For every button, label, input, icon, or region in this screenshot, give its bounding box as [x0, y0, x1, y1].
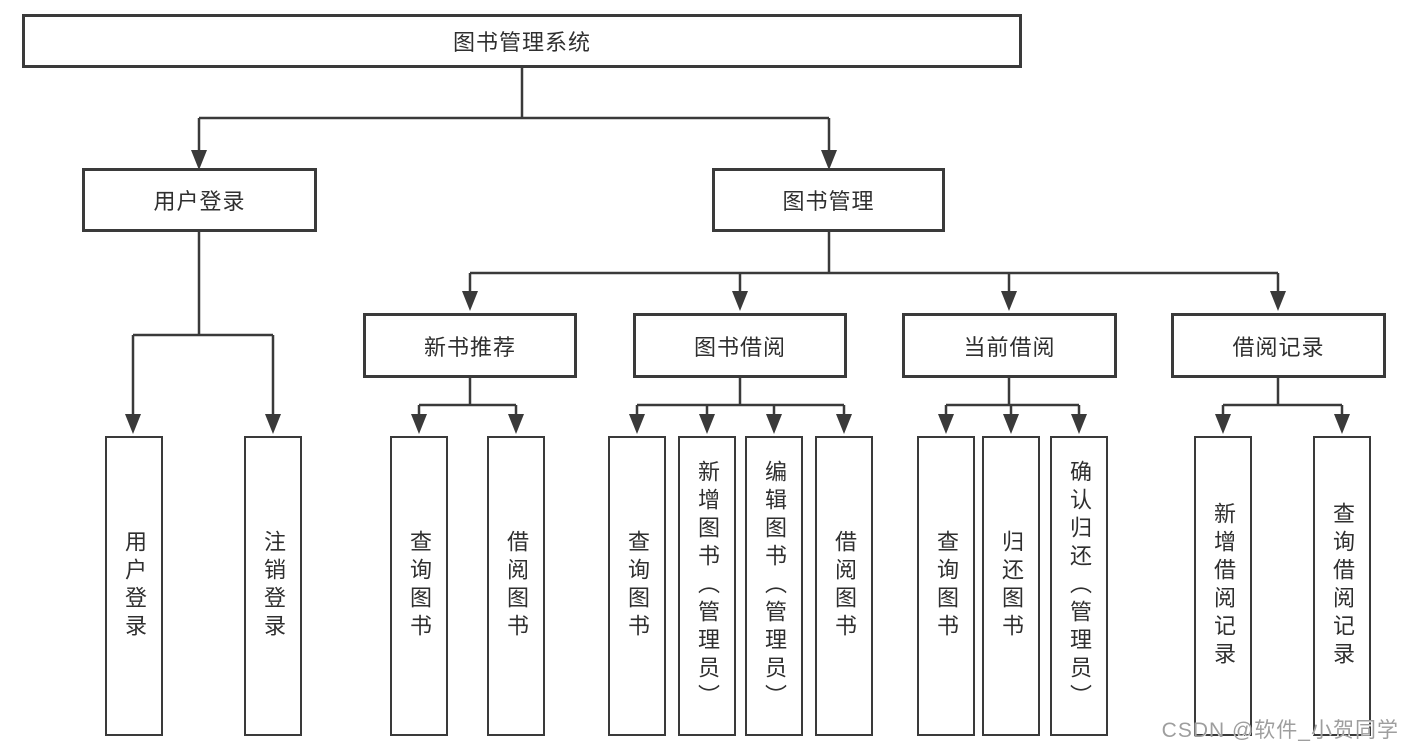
leaf-label: 注销登录: [261, 530, 286, 642]
leaf-return-books: 归还图书: [982, 436, 1040, 736]
leaf-logout: 注销登录: [244, 436, 302, 736]
arrowhead: [191, 150, 207, 170]
leaf-label: 确认归还（管理员）: [1067, 460, 1092, 712]
arrowhead: [411, 414, 427, 434]
leaf-label: 查询借阅记录: [1330, 502, 1355, 670]
leaf-label: 查询图书: [934, 530, 959, 642]
leaf-borrow-books-1: 借阅图书: [487, 436, 545, 736]
arrowhead: [821, 150, 837, 170]
leaf-borrow-books-2: 借阅图书: [815, 436, 873, 736]
leaf-edit-books-admin: 编辑图书（管理员）: [745, 436, 803, 736]
arrowhead: [629, 414, 645, 434]
arrowhead: [1215, 414, 1231, 434]
leaf-query-books-2: 查询图书: [608, 436, 666, 736]
node-book-management-module: 图书管理: [712, 168, 945, 232]
node-root-label: 图书管理系统: [452, 30, 591, 55]
leaf-label: 查询图书: [625, 530, 650, 642]
arrowhead: [1334, 414, 1350, 434]
leaf-label: 新增借阅记录: [1211, 502, 1236, 670]
node-borrow-records: 借阅记录: [1171, 313, 1386, 378]
node-book-borrowing: 图书借阅: [633, 313, 847, 378]
leaf-label: 编辑图书（管理员）: [762, 460, 787, 712]
arrowhead: [1001, 291, 1017, 311]
leaf-label: 借阅图书: [832, 530, 857, 642]
arrowhead: [836, 414, 852, 434]
leaf-query-borrow-record: 查询借阅记录: [1313, 436, 1371, 736]
node-label: 新书推荐: [423, 334, 516, 360]
leaf-user-login: 用户登录: [105, 436, 163, 736]
leaf-add-borrow-record: 新增借阅记录: [1194, 436, 1252, 736]
node-new-book-recommend: 新书推荐: [363, 313, 577, 378]
node-label: 用户登录: [153, 189, 246, 214]
node-user-login-module: 用户登录: [82, 168, 317, 232]
arrowhead: [766, 414, 782, 434]
arrowhead: [732, 291, 748, 311]
leaf-confirm-return-admin: 确认归还（管理员）: [1050, 436, 1108, 736]
arrowhead: [1071, 414, 1087, 434]
leaf-label: 归还图书: [999, 530, 1024, 642]
leaf-label: 新增图书（管理员）: [695, 460, 720, 712]
node-current-borrowing: 当前借阅: [902, 313, 1117, 378]
arrowhead: [1270, 291, 1286, 311]
arrowhead: [699, 414, 715, 434]
leaf-label: 查询图书: [407, 530, 432, 642]
node-root-system: 图书管理系统: [22, 14, 1022, 68]
csdn-watermark: CSDN @软件_小贺同学: [1161, 719, 1399, 742]
arrowhead: [125, 414, 141, 434]
leaf-label: 用户登录: [122, 530, 147, 642]
node-label: 图书管理: [782, 189, 875, 214]
arrowhead: [1003, 414, 1019, 434]
node-label: 当前借阅: [963, 334, 1056, 360]
leaf-add-books-admin: 新增图书（管理员）: [678, 436, 736, 736]
arrowhead: [938, 414, 954, 434]
arrowhead: [265, 414, 281, 434]
arrowhead: [508, 414, 524, 434]
leaf-query-books-1: 查询图书: [390, 436, 448, 736]
arrowhead: [462, 291, 478, 311]
leaf-query-books-3: 查询图书: [917, 436, 975, 736]
leaf-label: 借阅图书: [504, 530, 529, 642]
node-label: 借阅记录: [1232, 334, 1325, 360]
node-label: 图书借阅: [693, 334, 786, 360]
